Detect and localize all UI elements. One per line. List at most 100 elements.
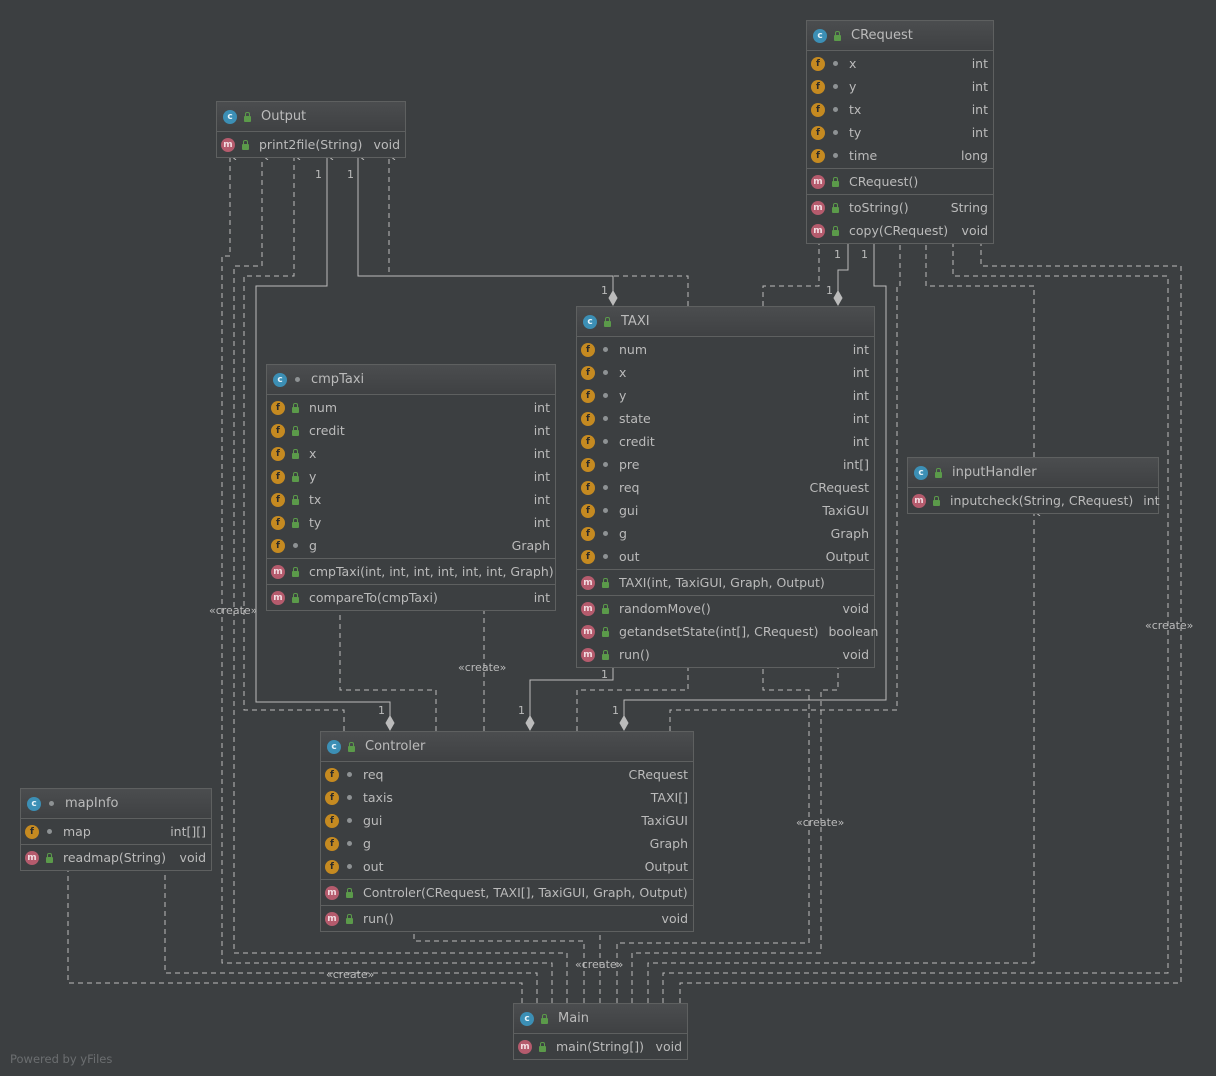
- edge-inputhandler-crequest-dependency: [926, 238, 1035, 457]
- field-type: TaxiGUI: [822, 503, 869, 518]
- public-visibility-icon: [599, 602, 611, 616]
- field-icon: f: [581, 365, 595, 380]
- method-type: void: [842, 601, 869, 616]
- multiplicity-label: 1: [518, 704, 525, 717]
- method-type: void: [655, 1039, 682, 1054]
- edge-taxi-crequest-dependency: [762, 238, 819, 306]
- package-visibility-icon: [829, 126, 841, 140]
- class-name: TAXI: [621, 314, 650, 329]
- field-type: TaxiGUI: [641, 813, 688, 828]
- public-visibility-icon: [343, 912, 355, 926]
- constructor-name: Controler(CRequest, TAXI[], TaxiGUI, Gra…: [363, 885, 688, 900]
- edge-controler-taxi-composition: [529, 661, 613, 716]
- field-name: credit: [309, 423, 345, 438]
- field-icon: f: [325, 836, 339, 851]
- diamond-controler-taxi: [525, 714, 535, 732]
- field-name: g: [619, 526, 627, 541]
- class-header[interactable]: c TAXI: [577, 307, 874, 337]
- field-type: int: [852, 434, 869, 449]
- field-type: int: [852, 365, 869, 380]
- public-visibility-icon: [599, 648, 611, 662]
- class-icon: c: [520, 1011, 534, 1026]
- class-header[interactable]: c Controler: [321, 732, 693, 762]
- class-header[interactable]: c inputHandler: [908, 458, 1158, 488]
- field-type: int: [533, 400, 550, 415]
- package-visibility-icon: [599, 366, 611, 380]
- field-icon: f: [581, 526, 595, 541]
- method-icon: m: [811, 200, 825, 215]
- field-name: num: [309, 400, 338, 415]
- field-icon: f: [581, 480, 595, 495]
- edge-main-crequest-dependency: [662, 238, 1169, 1003]
- class-header[interactable]: c Output: [217, 102, 405, 132]
- field-type: Output: [644, 859, 688, 874]
- class-header[interactable]: c CRequest: [807, 21, 993, 51]
- create-stereotype-label: «create»: [575, 958, 624, 971]
- edge-controler-output-composition: [255, 155, 391, 716]
- field-icon: f: [271, 492, 285, 507]
- class-name: Output: [261, 109, 307, 124]
- package-visibility-icon: [599, 435, 611, 449]
- class-header[interactable]: c cmpTaxi: [267, 365, 555, 395]
- multiplicity-label: 1: [612, 704, 619, 717]
- field-name: ty: [309, 515, 322, 530]
- class-header[interactable]: c Main: [514, 1004, 687, 1034]
- field-type: int: [852, 411, 869, 426]
- class-header[interactable]: c mapInfo: [21, 789, 211, 819]
- method-type: void: [661, 911, 688, 926]
- package-visibility-icon: [829, 80, 841, 94]
